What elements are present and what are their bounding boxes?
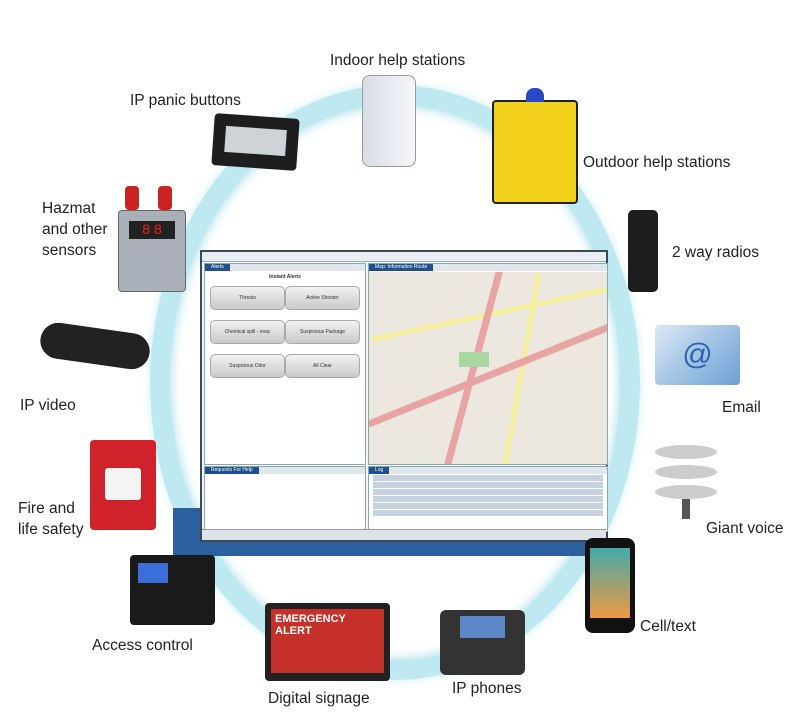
ip-camera-icon bbox=[38, 320, 152, 372]
label-ip-panic-buttons: IP panic buttons bbox=[130, 92, 241, 109]
alerts-tab[interactable]: Alerts bbox=[205, 264, 230, 271]
requests-panel: Requests For Help bbox=[204, 466, 366, 532]
alert-button-suspicious-package[interactable]: Suspicious Package bbox=[285, 320, 360, 344]
map-tab[interactable]: Map: Information Route bbox=[369, 264, 434, 271]
console-topbar bbox=[202, 252, 606, 262]
label-hazmat-sensors: Hazmat and other sensors bbox=[42, 200, 108, 259]
label-access-control: Access control bbox=[92, 637, 193, 654]
instant-alerts-heading: Instant Alerts bbox=[269, 274, 301, 280]
label-digital-signage: Digital signage bbox=[268, 690, 370, 707]
alert-button-active-shooter[interactable]: Active Shooter bbox=[285, 286, 360, 310]
central-console-screen: Alerts Instant Alerts Threats Active Sho… bbox=[200, 250, 608, 542]
signage-text: EMERGENCY ALERT bbox=[271, 609, 384, 673]
hazmat-sensor-icon: 8 8 bbox=[118, 210, 186, 292]
radio-icon bbox=[628, 210, 658, 292]
console-statusbar bbox=[202, 529, 606, 540]
label-outdoor-help-stations: Outdoor help stations bbox=[583, 154, 731, 171]
ip-phone-icon bbox=[440, 610, 525, 675]
label-ip-phones: IP phones bbox=[452, 680, 522, 697]
requests-tab[interactable]: Requests For Help bbox=[205, 467, 259, 474]
indoor-help-station-icon bbox=[362, 75, 416, 167]
alert-button-threats[interactable]: Threats bbox=[210, 286, 285, 310]
label-cell-text: Cell/text bbox=[640, 618, 696, 635]
street-map[interactable] bbox=[369, 272, 607, 464]
outdoor-help-station-icon bbox=[492, 88, 578, 204]
digital-signage-icon: EMERGENCY ALERT bbox=[265, 603, 390, 681]
log-panel: Log bbox=[368, 466, 608, 532]
alert-button-chemical-spill[interactable]: Chemical spill - evac bbox=[210, 320, 285, 344]
label-email: Email bbox=[722, 399, 761, 416]
alert-button-all-clear[interactable]: All Clear bbox=[285, 354, 360, 378]
label-giant-voice: Giant voice bbox=[706, 520, 784, 537]
access-control-icon bbox=[130, 555, 215, 625]
panic-button-icon bbox=[211, 113, 300, 171]
hazmat-beacon-right-icon bbox=[158, 186, 172, 210]
map-panel: Map: Information Route bbox=[368, 263, 608, 465]
label-two-way-radios: 2 way radios bbox=[672, 244, 760, 261]
log-tab[interactable]: Log bbox=[369, 467, 390, 474]
alert-button-suspicious-odor[interactable]: Suspicious Odor bbox=[210, 354, 285, 378]
alerts-panel: Alerts Instant Alerts Threats Active Sho… bbox=[204, 263, 366, 465]
cell-phone-icon bbox=[585, 538, 635, 633]
fire-alarm-icon bbox=[90, 440, 156, 530]
label-fire-life-safety: Fire and life safety bbox=[18, 500, 84, 538]
email-envelope-icon: @ bbox=[655, 325, 740, 385]
label-indoor-help-stations: Indoor help stations bbox=[330, 52, 466, 69]
giant-voice-speaker-icon bbox=[655, 445, 717, 525]
label-ip-video: IP video bbox=[20, 397, 76, 414]
hazmat-beacon-left-icon bbox=[125, 186, 139, 210]
